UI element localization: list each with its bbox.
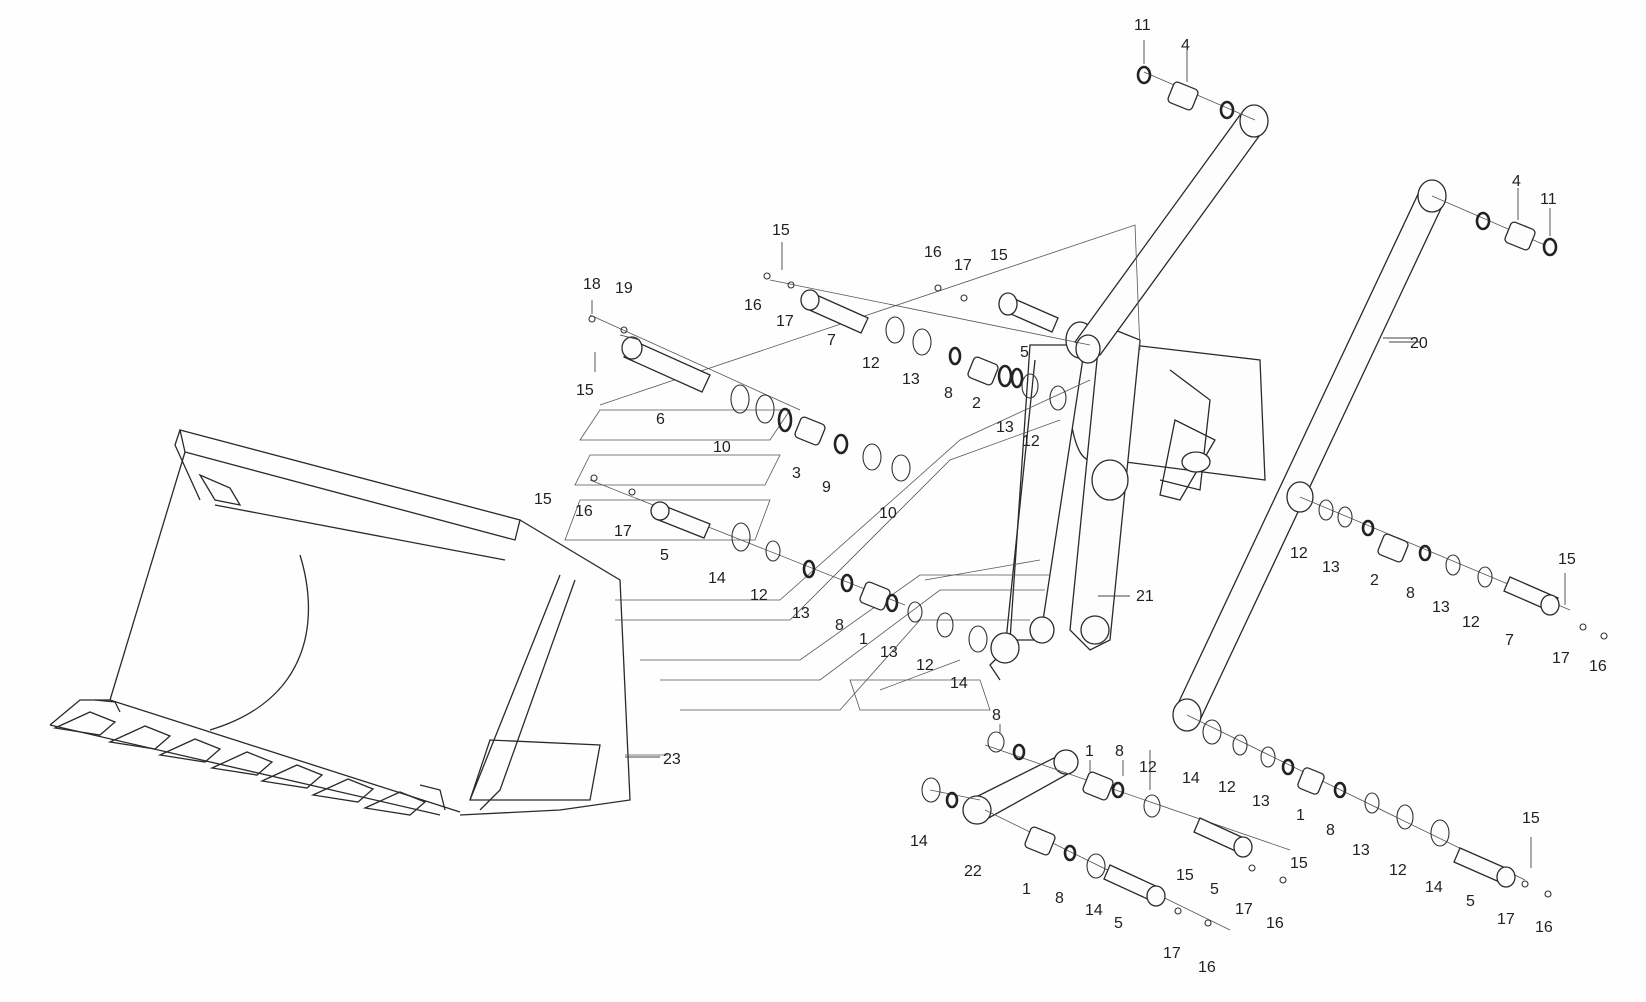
callout-16: 16 xyxy=(575,503,593,520)
callout-13: 13 xyxy=(1352,842,1370,859)
callout-16: 16 xyxy=(1266,915,1284,932)
callout-19: 19 xyxy=(615,280,633,297)
callout-5: 5 xyxy=(1210,881,1219,898)
callout-14: 14 xyxy=(1085,902,1103,919)
callout-1: 1 xyxy=(1296,807,1305,824)
callout-7: 7 xyxy=(827,332,836,349)
callout-2: 2 xyxy=(972,395,981,412)
callout-12: 12 xyxy=(1462,614,1480,631)
callout-13: 13 xyxy=(1322,559,1340,576)
callout-17: 17 xyxy=(1163,945,1181,962)
callout-4: 4 xyxy=(1181,37,1190,54)
callout-17: 17 xyxy=(954,257,972,274)
callout-21: 21 xyxy=(1136,588,1154,605)
callout-4: 4 xyxy=(1512,173,1521,190)
callout-15: 15 xyxy=(576,382,594,399)
callout-13: 13 xyxy=(792,605,810,622)
callout-16: 16 xyxy=(744,297,762,314)
callout-5: 5 xyxy=(1114,915,1123,932)
callout-9: 9 xyxy=(822,479,831,496)
pins xyxy=(619,289,1560,907)
callout-8: 8 xyxy=(1115,743,1124,760)
callout-12: 12 xyxy=(750,587,768,604)
callout-5: 5 xyxy=(1466,893,1475,910)
callout-15: 15 xyxy=(1176,867,1194,884)
callout-12: 12 xyxy=(1290,545,1308,562)
callout-17: 17 xyxy=(1235,901,1253,918)
callout-11: 11 xyxy=(1540,191,1557,208)
callout-15: 15 xyxy=(990,247,1008,264)
upper-link xyxy=(1074,104,1269,364)
callout-17: 17 xyxy=(776,313,794,330)
callout-labels: 11 4 4 11 20 15 16 17 15 18 19 16 17 7 5… xyxy=(534,17,1607,976)
callout-12: 12 xyxy=(1218,779,1236,796)
callout-17: 17 xyxy=(1497,911,1515,928)
callout-12: 12 xyxy=(916,657,934,674)
callout-15: 15 xyxy=(1522,810,1540,827)
bucket xyxy=(49,429,668,816)
callout-11: 11 xyxy=(1134,17,1151,34)
callout-5: 5 xyxy=(1020,344,1029,361)
callout-12: 12 xyxy=(1389,862,1407,879)
callout-16: 16 xyxy=(1589,658,1607,675)
callout-6: 6 xyxy=(656,411,665,428)
callout-8: 8 xyxy=(1406,585,1415,602)
leader-lines xyxy=(591,40,1566,868)
assembly-guide-lines xyxy=(564,224,1141,711)
callout-14: 14 xyxy=(910,833,928,850)
callout-20: 20 xyxy=(1410,335,1428,352)
callout-13: 13 xyxy=(880,644,898,661)
callout-7: 7 xyxy=(1505,632,1514,649)
callout-10: 10 xyxy=(879,505,897,522)
callout-14: 14 xyxy=(708,570,726,587)
seals-and-washers xyxy=(588,65,1608,927)
callout-1: 1 xyxy=(1085,743,1094,760)
callout-14: 14 xyxy=(950,675,968,692)
callout-1: 1 xyxy=(1022,881,1031,898)
callout-13: 13 xyxy=(996,419,1014,436)
callout-17: 17 xyxy=(614,523,632,540)
callout-16: 16 xyxy=(1535,919,1553,936)
callout-2: 2 xyxy=(1370,572,1379,589)
callout-22: 22 xyxy=(964,863,982,880)
callout-15: 15 xyxy=(772,222,790,239)
bushings xyxy=(794,81,1536,856)
callout-12: 12 xyxy=(862,355,880,372)
callout-12: 12 xyxy=(1139,759,1157,776)
callout-17: 17 xyxy=(1552,650,1570,667)
callout-15: 15 xyxy=(1558,551,1576,568)
callout-3: 3 xyxy=(792,465,801,482)
bucket-link xyxy=(962,749,1079,825)
callout-14: 14 xyxy=(1425,879,1443,896)
callout-1: 1 xyxy=(859,631,868,648)
callout-8: 8 xyxy=(835,617,844,634)
callout-8: 8 xyxy=(1326,822,1335,839)
callout-13: 13 xyxy=(1252,793,1270,810)
callout-8: 8 xyxy=(944,385,953,402)
callout-12: 12 xyxy=(1022,433,1040,450)
callout-13: 13 xyxy=(902,371,920,388)
callout-18: 18 xyxy=(583,276,601,293)
callout-13: 13 xyxy=(1432,599,1450,616)
callout-16: 16 xyxy=(924,244,942,261)
callout-10: 10 xyxy=(713,439,731,456)
callout-14: 14 xyxy=(1182,770,1200,787)
callout-8: 8 xyxy=(992,707,1001,724)
callout-8: 8 xyxy=(1055,890,1064,907)
callout-15: 15 xyxy=(1290,855,1308,872)
callout-16: 16 xyxy=(1198,959,1216,976)
callout-5: 5 xyxy=(660,547,669,564)
callout-23: 23 xyxy=(663,751,681,768)
callout-15: 15 xyxy=(534,491,552,508)
